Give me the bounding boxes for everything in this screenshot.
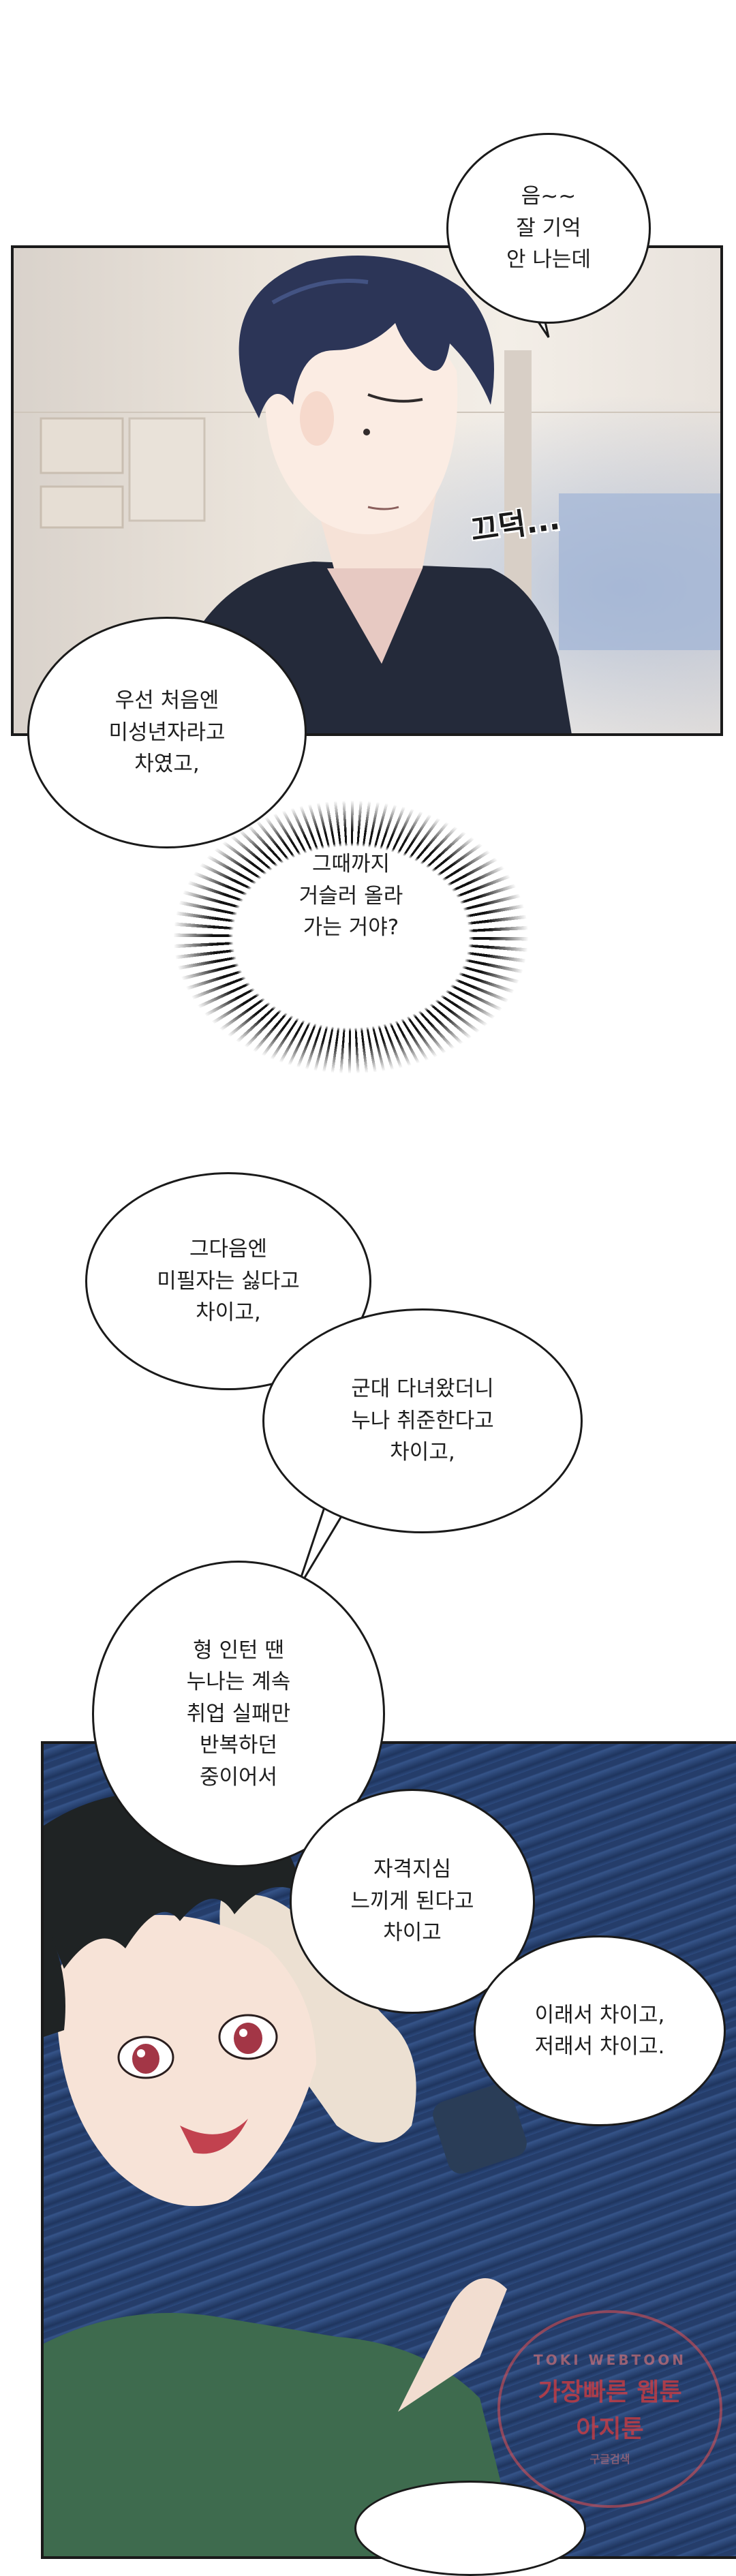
speech-bubble-7-text: 자격지심 느끼게 된다고 차이고 (350, 1857, 474, 1946)
watermark-line-2: 아지툰 (576, 2415, 644, 2443)
speech-bubble-partial (354, 2481, 586, 2576)
speech-bubble-6: 형 인턴 땐 누나는 계속 취업 실패만 반복하던 중이어서 (92, 1561, 385, 1867)
speech-bubble-8: 이래서 차이고, 저래서 차이고. (474, 1935, 726, 2126)
spiky-bubble-text: 그때까지 거슬러 올라 가는 거야? (298, 852, 403, 940)
speech-bubble-8-text: 이래서 차이고, 저래서 차이고. (534, 2002, 665, 2059)
watermark-stamp: TOKI WEBTOON 가장빠른 웹툰 아지툰 구글검색 (497, 2310, 722, 2508)
speech-bubble-2: 우선 처음엔 미성년자라고 차였고, (27, 617, 307, 848)
speech-bubble-2-text: 우선 처음엔 미성년자라고 차였고, (108, 688, 226, 777)
watermark-bottom-text: 구글검색 (589, 2453, 630, 2466)
watermark-line-1: 가장빠른 웹툰 (538, 2378, 682, 2406)
speech-bubble-1-text: 음~~ 잘 기억 안 나는데 (506, 184, 591, 273)
watermark-top-text: TOKI WEBTOON (534, 2352, 686, 2368)
speech-bubble-5: 군대 다녀왔더니 누나 취준한다고 차이고, (262, 1308, 583, 1533)
speech-bubble-4-text: 그다음엔 미필자는 싫다고 차이고, (157, 1237, 300, 1325)
speech-bubble-5-text: 군대 다녀왔더니 누나 취준한다고 차이고, (351, 1377, 494, 1465)
speech-bubble-7: 자격지심 느끼게 된다고 차이고 (290, 1789, 535, 2014)
speech-bubble-1: 음~~ 잘 기억 안 나는데 (446, 133, 651, 324)
speech-bubble-6-text: 형 인턴 땐 누나는 계속 취업 실패만 반복하던 중이어서 (186, 1638, 291, 1790)
spiky-thought-burst (174, 801, 528, 1073)
